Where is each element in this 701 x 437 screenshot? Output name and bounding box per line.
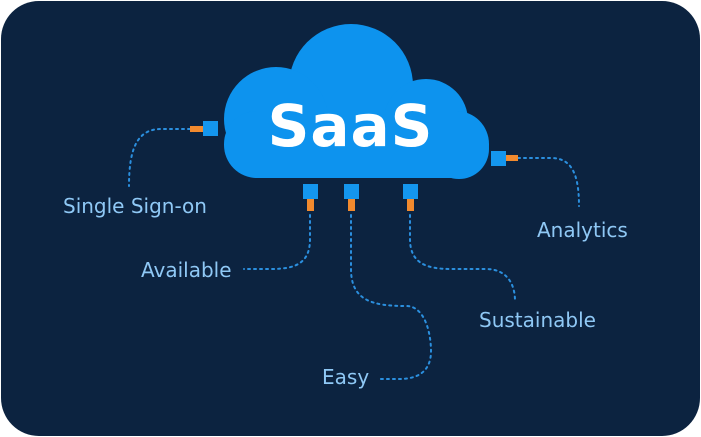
label-easy: Easy [322,365,370,389]
analytics-connector [491,151,518,166]
single-sign-on-line [128,128,191,187]
label-sustainable: Sustainable [479,308,596,332]
available-connector [303,184,318,211]
single-sign-on-connector [190,121,218,136]
analytics-line [517,157,580,207]
label-single-sign-on: Single Sign-on [63,194,207,218]
cloud-title: SaaS [267,92,434,160]
label-available: Available [141,258,232,282]
sustainable-line [409,214,516,302]
label-analytics: Analytics [537,218,628,242]
sustainable-connector [403,184,418,211]
available-line [243,214,311,270]
cloud-shape [224,24,489,179]
easy-line [350,214,433,380]
easy-connector [344,184,359,211]
